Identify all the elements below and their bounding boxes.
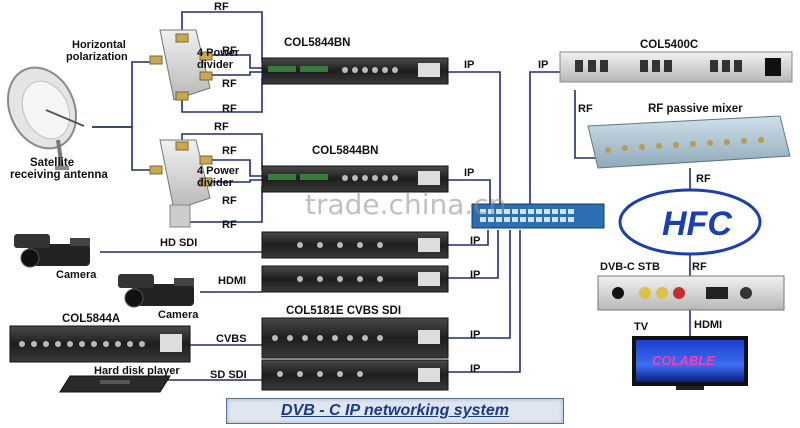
label-satellite-2: receiving antenna [10,169,108,181]
label-col5844bn-1: COL5844BN [284,37,351,49]
col5400c-device-icon [559,51,793,83]
camera-2-icon [118,274,194,308]
col5844a-device-icon [9,325,191,363]
hdsdi-encoder-device-icon [261,231,449,259]
label-ip-6: IP [470,363,481,375]
label-rf-11: RF [692,261,707,273]
label-divider1-a: 4 Power [197,47,240,59]
label-col5844bn-2: COL5844BN [312,145,379,157]
label-divider2-b: divider [197,177,234,189]
hdmi-encoder-device-icon [261,265,449,293]
label-rf-7: RF [222,195,237,207]
label-ip-3: IP [470,235,481,247]
label-rf-9: RF [578,103,593,115]
col5181e-device-icon [261,317,449,391]
label-hd-sdi: HD SDI [160,237,198,249]
hfc-cloud-icon [618,188,762,256]
label-polarization: polarization [66,51,128,63]
col5844bn-1-device-icon [261,57,449,85]
label-rf-2: RF [222,45,237,57]
rf-passive-mixer-icon [587,115,791,169]
label-tv: TV [634,321,649,333]
label-divider2-a: 4 Power [197,165,240,177]
label-col5181e: COL5181E CVBS SDI [286,305,402,317]
tv-screen-text: COLABLE [652,353,715,368]
label-divider1-b: divider [197,59,234,71]
label-ip-1: IP [464,59,475,71]
label-ip-4: IP [470,269,481,281]
col5844bn-2-device-icon [261,165,449,193]
label-ip-5: IP [470,329,481,341]
diagram-title: DVB - C IP networking system [281,402,509,419]
power-divider-1-icon [149,29,213,101]
label-ip-7: IP [538,59,549,71]
label-rf-6: RF [222,145,237,157]
label-rf-4: RF [222,103,237,115]
label-rf-5: RF [214,121,229,133]
watermark: trade.china.cn [305,188,507,221]
dvbc-stb-icon [597,275,785,311]
label-rf-3: RF [222,78,237,90]
label-sd-sdi: SD SDI [210,369,247,381]
label-hdmi-tv: HDMI [694,319,723,331]
label-col5400c: COL5400C [640,39,699,51]
label-cvbs: CVBS [216,333,247,345]
ip-switch-icon [471,203,605,229]
label-satellite-1: Satellite [30,157,75,169]
label-horizontal: Horizontal [72,39,126,51]
satellite-dish-icon [6,66,85,170]
label-rf-1: RF [214,1,229,13]
label-col5844a: COL5844A [62,313,121,325]
label-camera-1: Camera [56,269,97,281]
label-hdd: Hard disk player [94,365,180,377]
label-rf-10: RF [696,173,711,185]
label-hdmi: HDMI [218,275,247,287]
label-dvbc-stb: DVB-C STB [600,261,660,273]
label-ip-2: IP [464,167,475,179]
hard-disk-player-icon [59,375,171,393]
tv-icon [632,336,748,390]
label-rf-8: RF [222,219,237,231]
connection-lines [92,11,691,381]
hfc-label: HFC [662,205,732,243]
title-box: DVB - C IP networking system [226,398,564,424]
camera-1-icon [14,234,90,268]
label-rf-mixer: RF passive mixer [648,103,743,115]
label-camera-2: Camera [158,309,199,321]
power-divider-2-icon [149,139,213,228]
